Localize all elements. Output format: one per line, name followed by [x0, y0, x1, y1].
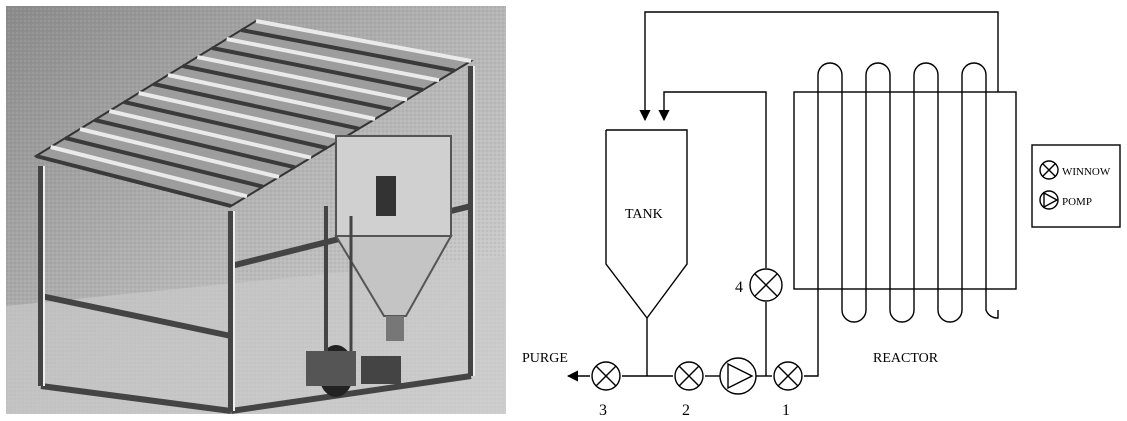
reactor: REACTOR [794, 63, 1016, 366]
reactor-coil [818, 63, 998, 322]
bypass-pipe [664, 92, 766, 268]
legend-pomp-label: POMP [1062, 196, 1092, 208]
valve-1[interactable] [774, 362, 802, 390]
valve-2-label: 2 [682, 402, 690, 419]
piping [568, 12, 998, 376]
reactor-housing [794, 92, 1016, 289]
reactor-inlet-pipe [804, 292, 818, 376]
valve-4-label: 4 [735, 279, 743, 296]
valve-2[interactable] [675, 362, 703, 390]
tank-label: TANK [625, 207, 663, 222]
valve-3[interactable] [592, 362, 620, 390]
purge-label: PURGE [522, 351, 568, 366]
tank: TANK [606, 130, 687, 318]
valve-4[interactable] [750, 269, 782, 301]
valve-3-label: 3 [599, 402, 607, 419]
pump-icon [1040, 191, 1058, 209]
reactor-label: REACTOR [873, 351, 939, 366]
pump[interactable] [720, 358, 756, 394]
legend: WINNOW POMP [1032, 145, 1120, 227]
legend-winnow-label: WINNOW [1062, 166, 1111, 178]
valve-icon [1040, 161, 1058, 179]
valve-1-label: 1 [782, 402, 790, 419]
